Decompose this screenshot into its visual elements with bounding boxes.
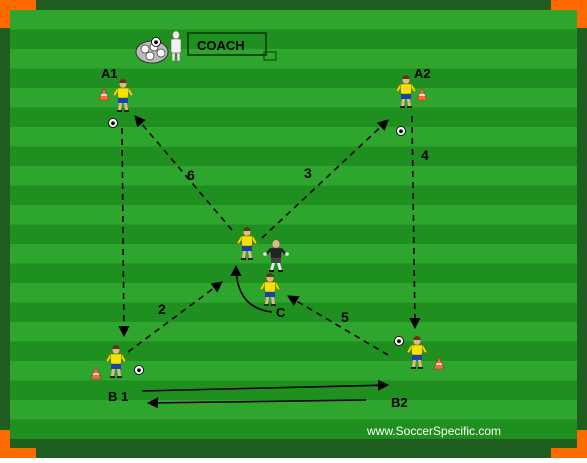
arrow-b2-to-c <box>287 295 389 356</box>
pitch-stripe <box>10 283 577 303</box>
ball-icon <box>394 336 404 346</box>
corner-marker-top-right <box>551 0 587 28</box>
coach-figure-icon <box>170 30 182 62</box>
arrow-a1-to-b1 <box>118 127 130 338</box>
arrow-center-to-a2 <box>261 119 389 239</box>
coach-box-notch <box>263 51 277 61</box>
pitch-stripe <box>10 88 577 108</box>
arrow-b2-to-b1 <box>146 397 367 409</box>
pitch-stripe <box>10 166 577 186</box>
pass-number-5: 5 <box>341 309 349 325</box>
arrow-c-curve <box>230 264 273 313</box>
pass-number-2: 2 <box>158 301 166 317</box>
ball-icon <box>151 37 161 47</box>
arrow-b1-to-center <box>127 281 223 353</box>
ball-icon <box>134 365 144 375</box>
position-label-c: C <box>276 305 286 320</box>
arrow-b1-to-b2 <box>141 379 390 392</box>
position-label-b1: B 1 <box>108 389 129 404</box>
watermark: www.SoccerSpecific.com <box>367 424 502 438</box>
coach-label: COACH <box>187 32 267 56</box>
equipment-bag-icon <box>135 40 169 64</box>
corner-marker-top-left <box>0 0 36 28</box>
pitch-stripes <box>10 10 577 439</box>
corner-marker-bottom-left <box>0 430 36 458</box>
pitch-stripe <box>10 244 577 264</box>
pass-number-6: 6 <box>187 167 195 183</box>
pitch-stripe <box>10 127 577 147</box>
pitch-stripe <box>10 205 577 225</box>
arrow-center-to-a1 <box>134 115 233 231</box>
pitch-stripe <box>10 400 577 420</box>
ball-icon <box>396 126 406 136</box>
pitch-stripe <box>10 10 577 30</box>
pass-number-3: 3 <box>304 165 312 181</box>
corner-marker-bottom-right <box>551 430 587 458</box>
position-label-a1: A1 <box>101 66 118 81</box>
position-label-b2: B2 <box>391 395 408 410</box>
pitch-stripe <box>10 49 577 69</box>
ball-icon <box>108 118 118 128</box>
position-label-a2: A2 <box>414 66 431 81</box>
arrow-a2-to-b2 <box>409 115 421 330</box>
pass-number-4: 4 <box>421 147 429 163</box>
pass-arrows <box>118 115 421 409</box>
pitch-stripe <box>10 322 577 342</box>
